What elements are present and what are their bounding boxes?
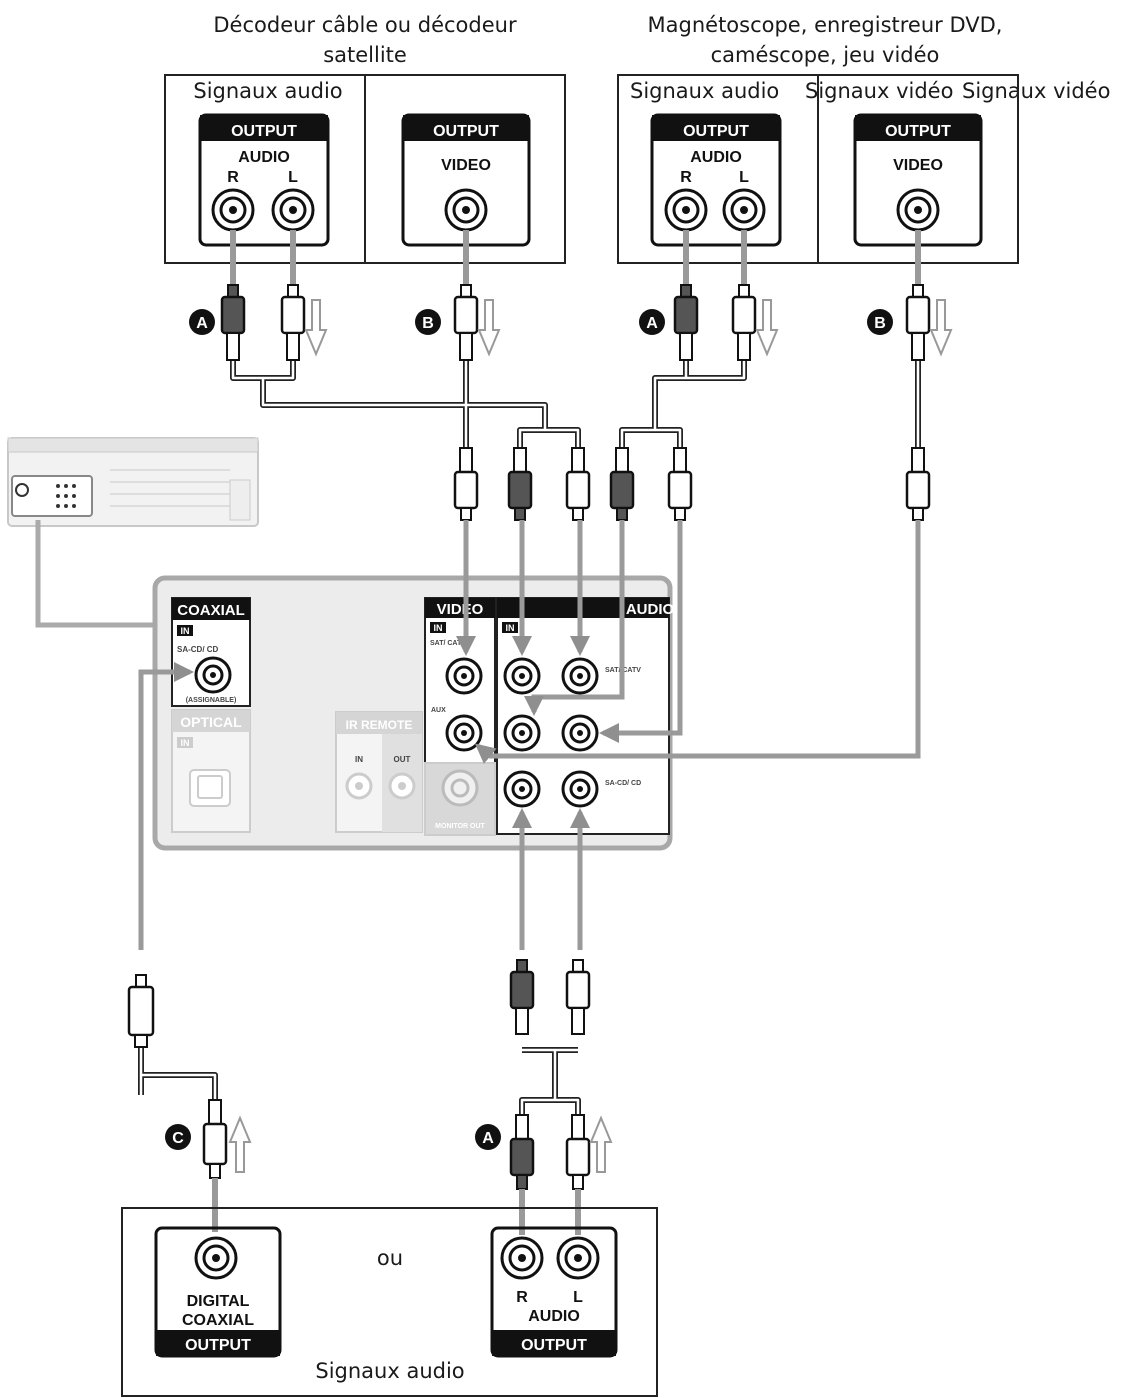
svg-text:OUTPUT: OUTPUT bbox=[433, 123, 499, 140]
right-video-signal-label-1: Signaux vidéo bbox=[805, 79, 954, 103]
vcr-video-output: OUTPUT VIDEO bbox=[853, 113, 983, 247]
svg-text:OUTPUT: OUTPUT bbox=[185, 1337, 251, 1354]
or-label: ou bbox=[376, 1246, 404, 1270]
svg-text:L: L bbox=[573, 1289, 583, 1306]
cable-c-badge: C bbox=[165, 1124, 191, 1150]
svg-text:IN: IN bbox=[355, 755, 363, 764]
svg-text:AUDIO: AUDIO bbox=[238, 149, 290, 166]
svg-text:IN: IN bbox=[506, 623, 515, 633]
signal-direction-arrows-top bbox=[304, 299, 953, 357]
signal-direction-arrows-bottom bbox=[228, 1115, 613, 1173]
svg-text:OUTPUT: OUTPUT bbox=[885, 123, 951, 140]
right-audio-signal-label: Signaux audio bbox=[630, 79, 780, 103]
cable-a-badge-left: A bbox=[189, 309, 215, 335]
svg-text:OUTPUT: OUTPUT bbox=[521, 1337, 587, 1354]
svg-text:A: A bbox=[482, 1130, 494, 1147]
svg-text:DIGITAL: DIGITAL bbox=[187, 1293, 250, 1310]
svg-text:AUDIO: AUDIO bbox=[626, 601, 675, 618]
svg-text:A: A bbox=[196, 315, 208, 332]
svg-text:AUX: AUX bbox=[431, 707, 446, 714]
vcr-audio-output: OUTPUT AUDIO R L bbox=[650, 113, 782, 247]
svg-text:COAXIAL: COAXIAL bbox=[177, 602, 245, 619]
cable-b-badge-right: B bbox=[867, 309, 893, 335]
svg-text:B: B bbox=[874, 315, 886, 332]
svg-text:(ASSIGNABLE): (ASSIGNABLE) bbox=[186, 697, 237, 704]
svg-text:IN: IN bbox=[181, 626, 190, 636]
svg-text:R: R bbox=[227, 169, 239, 186]
plug-set-middle bbox=[453, 447, 931, 521]
audio-source-device bbox=[121, 1207, 658, 1397]
svg-text:OUTPUT: OUTPUT bbox=[231, 123, 297, 140]
plug-set-top bbox=[220, 284, 931, 361]
svg-text:SA-CD/ CD: SA-CD/ CD bbox=[605, 780, 641, 787]
cable-a-badge-right: A bbox=[639, 309, 665, 335]
svg-text:L: L bbox=[739, 169, 749, 186]
svg-text:R: R bbox=[680, 169, 692, 186]
svg-text:OUT: OUT bbox=[394, 755, 411, 764]
cable-b-badge-left: B bbox=[415, 309, 441, 335]
svg-text:SA-CD/ CD: SA-CD/ CD bbox=[177, 645, 219, 654]
svg-text:VIDEO: VIDEO bbox=[441, 157, 491, 174]
svg-text:SAT/ CATV: SAT/ CATV bbox=[430, 640, 466, 647]
top-left-device-caption: Décodeur câble ou décodeur satellite bbox=[213, 13, 517, 67]
svg-text:R: R bbox=[516, 1289, 528, 1306]
plug-set-bottom bbox=[202, 1099, 591, 1190]
svg-text:IR REMOTE: IR REMOTE bbox=[346, 718, 413, 732]
svg-text:IN: IN bbox=[181, 738, 190, 748]
right-video-signal-label-2: Signaux vidéo bbox=[962, 79, 1111, 103]
top-right-device-caption: Magnétoscope, enregistreur DVD, caméscop… bbox=[647, 13, 1003, 67]
cable-box-audio-output: OUTPUT AUDIO R L bbox=[198, 113, 330, 247]
svg-text:OPTICAL: OPTICAL bbox=[180, 714, 242, 730]
receiver-rear-panel: COAXIAL IN SA-CD/ CD (ASSIGNABLE) OPTICA… bbox=[152, 575, 675, 851]
svg-text:VIDEO: VIDEO bbox=[437, 601, 484, 618]
digital-coaxial-output: DIGITAL COAXIAL OUTPUT bbox=[154, 1226, 282, 1358]
svg-text:MONITOR OUT: MONITOR OUT bbox=[435, 823, 485, 830]
cable-box-video-output: OUTPUT VIDEO bbox=[401, 113, 531, 247]
bottom-audio-signal-label: Signaux audio bbox=[315, 1359, 465, 1383]
analog-audio-output: R L AUDIO OUTPUT bbox=[490, 1226, 618, 1358]
svg-text:VIDEO: VIDEO bbox=[893, 157, 943, 174]
svg-text:IN: IN bbox=[434, 623, 443, 633]
svg-text:COAXIAL: COAXIAL bbox=[182, 1312, 254, 1329]
svg-text:L: L bbox=[288, 169, 298, 186]
svg-text:A: A bbox=[646, 315, 658, 332]
svg-text:B: B bbox=[422, 315, 434, 332]
svg-text:C: C bbox=[172, 1130, 184, 1147]
signal-paths bbox=[138, 520, 921, 950]
svg-text:AUDIO: AUDIO bbox=[690, 149, 742, 166]
receiver-unit-icon bbox=[7, 437, 259, 527]
svg-text:OUTPUT: OUTPUT bbox=[683, 123, 749, 140]
cable-a-badge-bottom: A bbox=[475, 1124, 501, 1150]
svg-text:AUDIO: AUDIO bbox=[528, 1308, 580, 1325]
left-audio-signal-label: Signaux audio bbox=[193, 79, 343, 103]
plug-set-lower bbox=[127, 959, 591, 1048]
